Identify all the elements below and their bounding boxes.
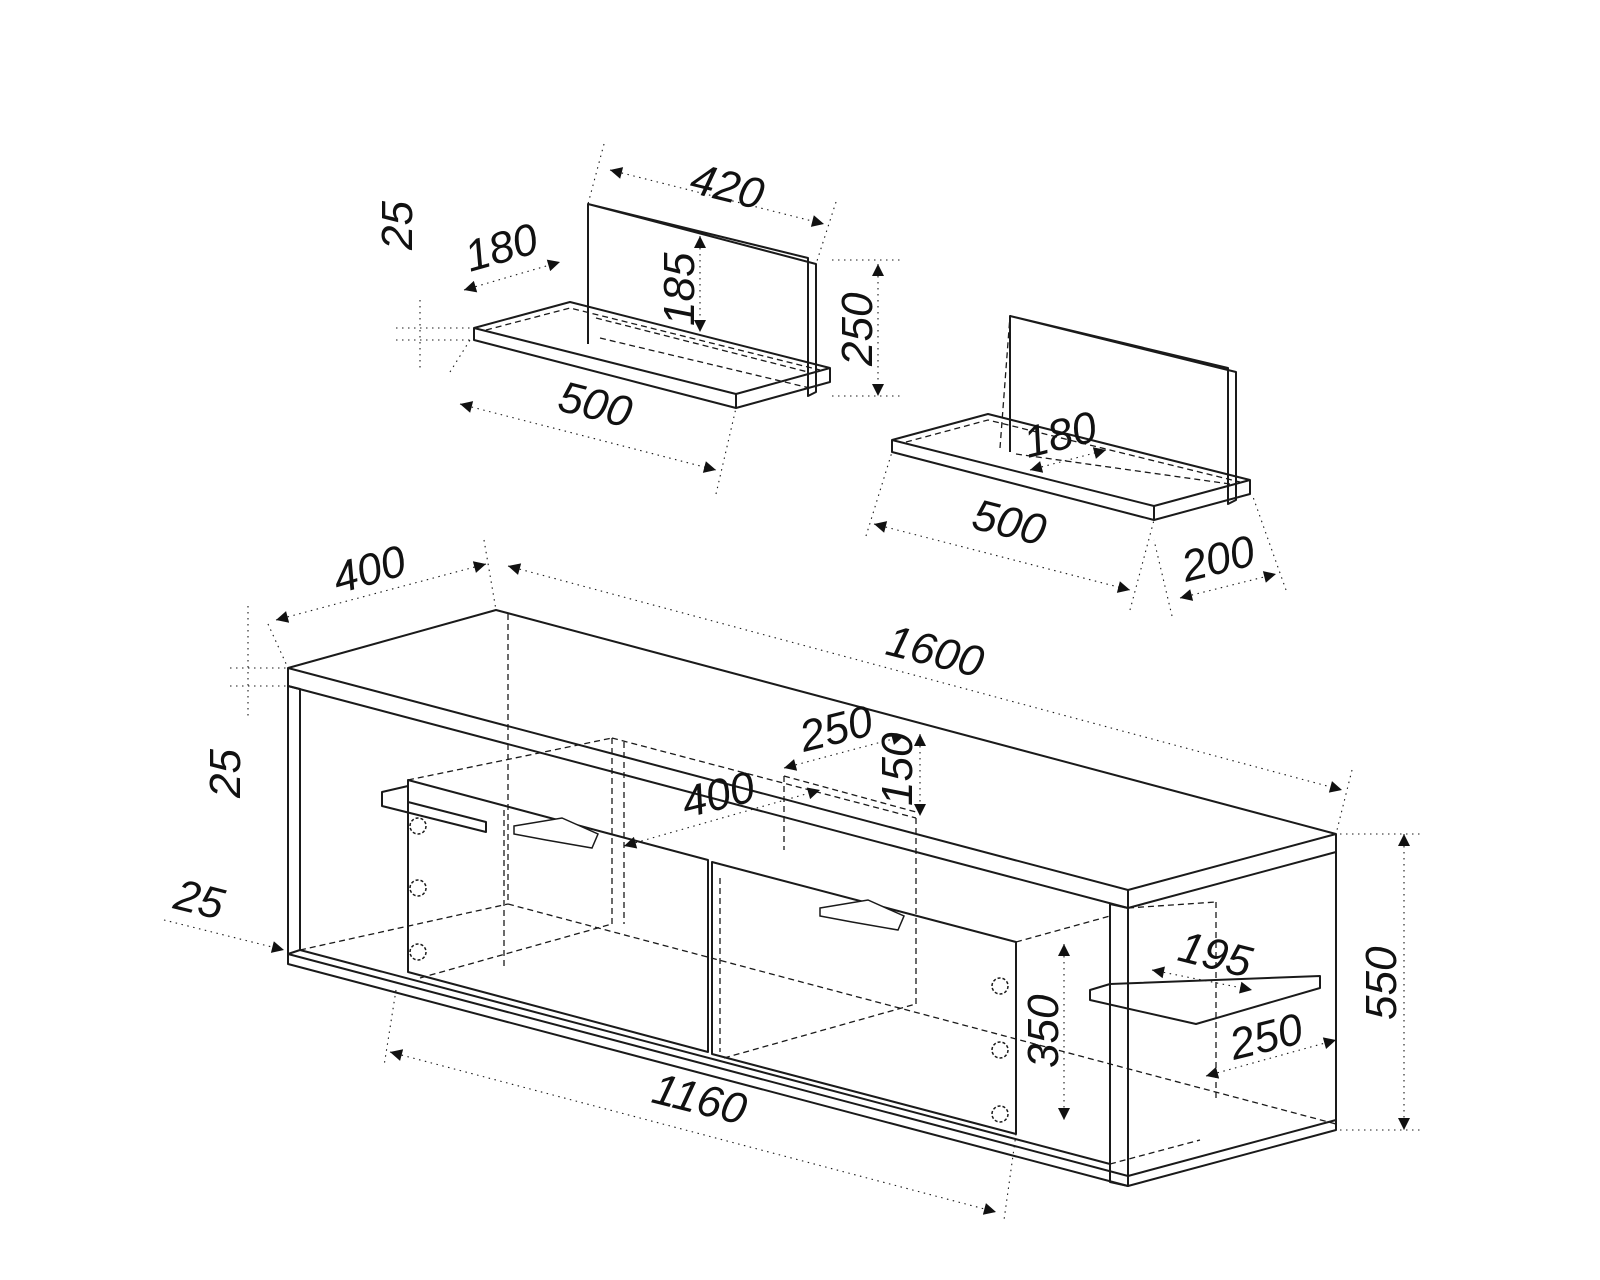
- unit-bottom-board: [287, 953, 1337, 1187]
- dim-line-180-right: [1029, 447, 1107, 473]
- dim-label-250-shelf: 250: [833, 292, 882, 367]
- tv-unit: [287, 609, 1337, 1187]
- unit-top-right-edge: [1127, 833, 1337, 891]
- dim-line-1600: [507, 563, 1343, 793]
- dim-label-400-drawer: 400: [677, 762, 761, 827]
- dim-line-420: [609, 167, 825, 227]
- dimension-labels: 420 25 180 185 250 500 180 500 200 400 1…: [169, 154, 1406, 1135]
- dim-label-500-right: 500: [968, 490, 1052, 555]
- dim-label-200: 200: [1176, 526, 1261, 592]
- dimension-lines: [163, 143, 1424, 1221]
- dim-label-420: 420: [686, 154, 770, 219]
- shelf-board-edge-2: [735, 367, 831, 395]
- shelf-hidden-edge-2: [1015, 453, 1231, 485]
- wall-shelf-right: [891, 315, 1251, 521]
- dim-label-25-shelf: 25: [373, 201, 422, 251]
- shelf-board-edge-2: [1153, 479, 1251, 507]
- dim-label-180-top: 180: [459, 214, 544, 281]
- dim-line-400-depth: [275, 561, 487, 623]
- dim-label-250-drawer: 250: [794, 696, 879, 762]
- shelf-pin-hole: [409, 879, 427, 897]
- unit-inner-shelf: [1089, 975, 1321, 1025]
- drawer-handle-right: [819, 899, 905, 931]
- shelf-board: [891, 413, 1251, 521]
- dim-line-1160: [389, 1049, 997, 1215]
- dim-line-250-drawer: [783, 733, 905, 771]
- unit-right-panel: [1109, 903, 1129, 1187]
- dim-line-25-left: [163, 919, 285, 953]
- shelf-pin-hole: [991, 977, 1009, 995]
- shelf-board-edge: [891, 439, 1155, 507]
- shelf-pin-hole: [991, 1105, 1009, 1123]
- shelf-hidden-edges: [485, 307, 821, 371]
- shelf-board-edge: [473, 327, 737, 395]
- shelf-hidden-edges: [905, 419, 1241, 483]
- extension-lines: [230, 143, 1424, 1221]
- dim-line-500-right: [873, 521, 1131, 593]
- shelf-back-panel: [1009, 315, 1237, 505]
- unit-left-panel: [287, 685, 301, 955]
- shelf-hidden-edge-3: [599, 337, 811, 389]
- shelf-pin-hole: [409, 943, 427, 961]
- dim-label-25-top: 25: [201, 749, 250, 799]
- dim-line-195: [1151, 966, 1253, 994]
- wall-shelf-top-left: [473, 203, 831, 409]
- dim-line-250-inner: [1205, 1037, 1337, 1079]
- shelf-back-panel: [587, 203, 817, 397]
- shelf-board: [473, 301, 831, 409]
- dim-label-25-left: 25: [169, 870, 230, 930]
- dim-label-1600: 1600: [882, 616, 989, 687]
- shelf-pin-hole: [409, 817, 427, 835]
- dim-label-350: 350: [1019, 994, 1068, 1068]
- dim-label-195: 195: [1174, 922, 1258, 987]
- shelf-hidden-edge-3: [999, 315, 1011, 449]
- dim-line-500-top: [459, 401, 717, 473]
- drawer-handle-left: [513, 817, 599, 849]
- shelf-hidden-edge-2: [595, 317, 809, 373]
- shelf-pin-hole: [991, 1041, 1009, 1059]
- unit-protruding-shelf: [381, 785, 487, 833]
- dim-label-250-inner: 250: [1224, 1004, 1309, 1070]
- dim-label-180-right: 180: [1019, 402, 1103, 467]
- dim-label-185: 185: [655, 252, 704, 326]
- dim-label-500-top: 500: [554, 372, 638, 437]
- dim-label-150: 150: [873, 732, 922, 806]
- unit-bottom-inner-edge: [299, 949, 1111, 1165]
- dim-label-550: 550: [1357, 946, 1406, 1020]
- dim-label-400-depth: 400: [327, 536, 412, 603]
